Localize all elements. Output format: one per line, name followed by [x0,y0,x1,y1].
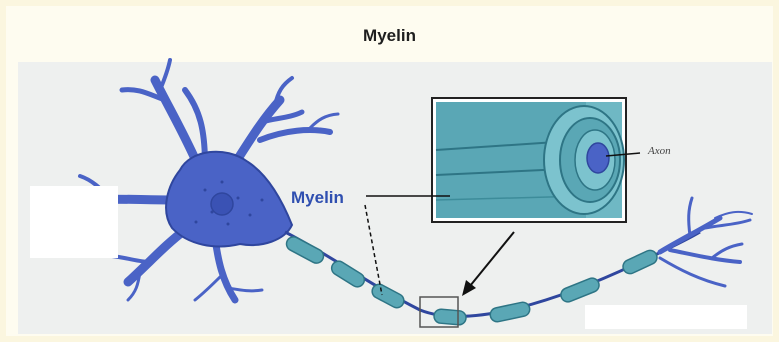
blank-label-box-bottom [585,305,747,329]
myelin-inset [432,98,626,222]
blank-label-box-left [30,186,118,258]
myelin-label: Myelin [291,188,344,207]
inset-arrow [462,232,514,296]
axon-terminals [660,198,752,286]
nucleus [211,193,233,215]
axon-label: Axon [647,145,671,157]
